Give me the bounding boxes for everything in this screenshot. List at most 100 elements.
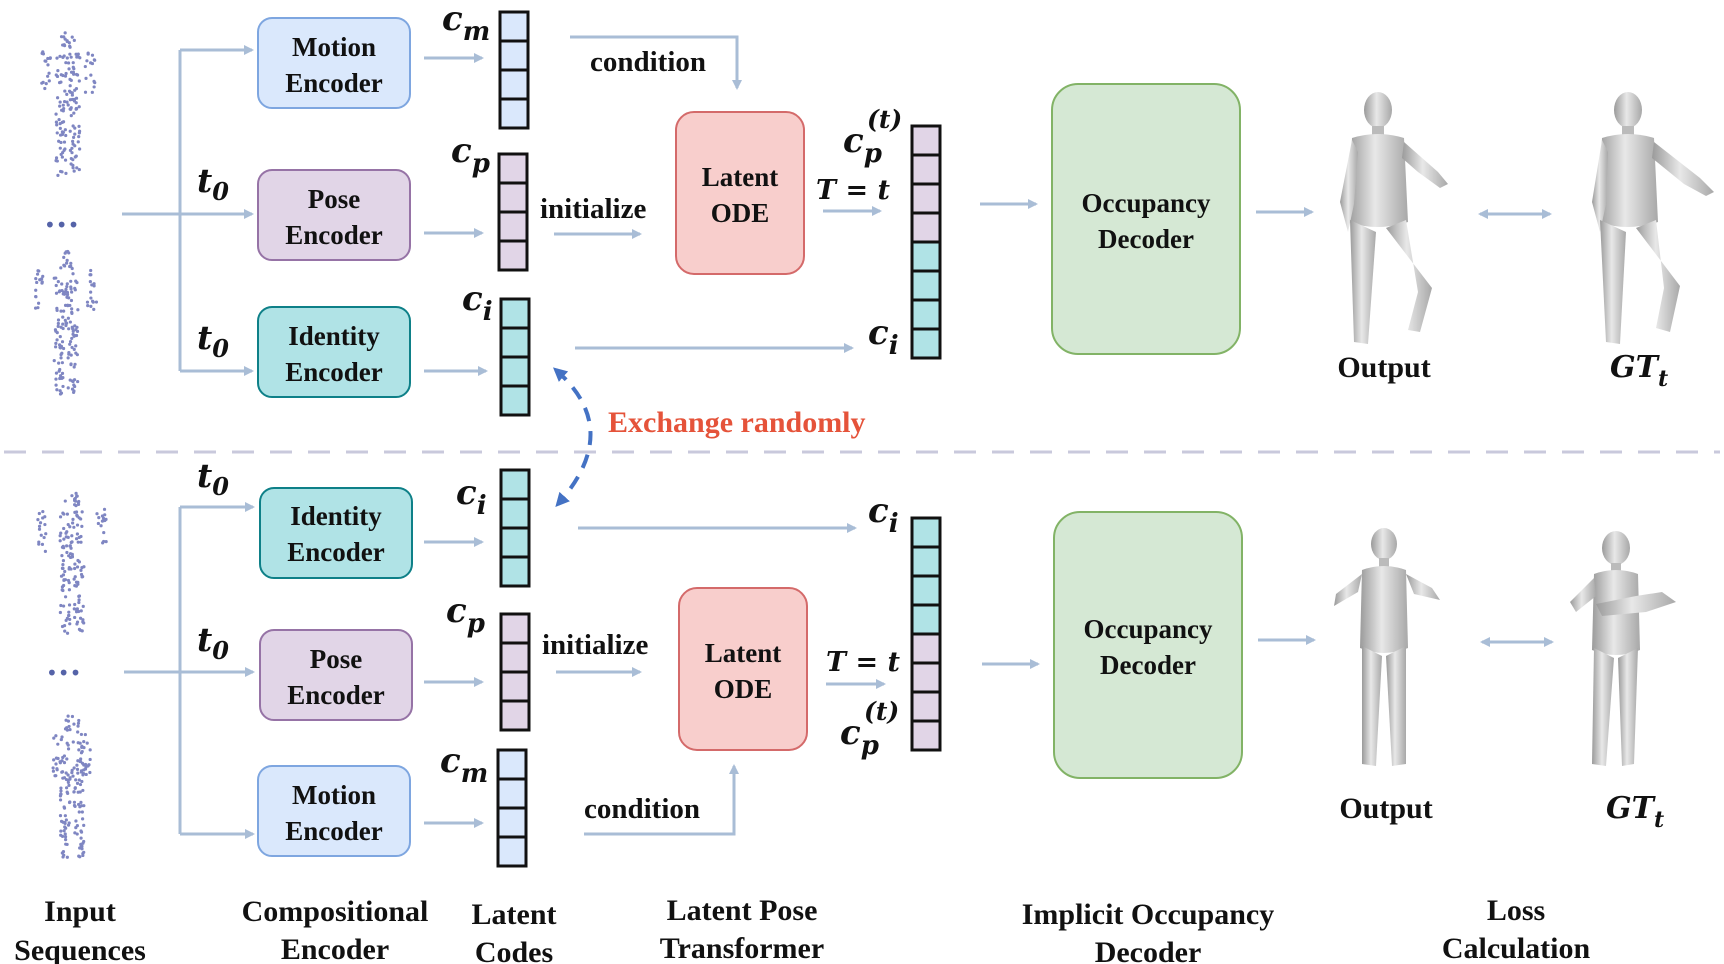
point-cloud-dot (72, 803, 77, 808)
point-cloud-dot (56, 756, 60, 761)
point-cloud-dot (75, 607, 79, 611)
point-cloud-dot (68, 129, 72, 133)
point-cloud-dot (86, 304, 90, 308)
point-cloud-dot (56, 68, 60, 73)
point-cloud-dot (70, 387, 75, 391)
code-cell (910, 182, 942, 215)
point-cloud-dot (63, 31, 67, 35)
point-cloud-dot (79, 804, 84, 808)
point-cloud-dot (97, 515, 101, 520)
point-cloud-dot (35, 272, 40, 276)
point-cloud-dot (75, 353, 79, 357)
point-cloud-dot (83, 763, 87, 767)
point-cloud-dot (72, 525, 76, 529)
point-cloud-dot (70, 151, 74, 155)
point-cloud-dot (66, 778, 70, 782)
point-cloud-dot (71, 517, 75, 521)
point-cloud-dot (80, 749, 84, 754)
point-cloud-dot (70, 97, 74, 102)
code-cell (910, 690, 942, 723)
point-cloud-dot (54, 341, 58, 346)
point-cloud-dot (33, 306, 38, 310)
bottom-gt-mesh-figure (1570, 531, 1676, 766)
point-cloud-dot (36, 269, 40, 273)
point-cloud-dot (52, 359, 56, 363)
bottom-identity-encoder-box (259, 487, 413, 579)
point-cloud-dot (76, 721, 81, 725)
point-cloud-dot (67, 352, 71, 356)
point-cloud-dot (37, 511, 41, 516)
code-cell (499, 355, 531, 388)
point-cloud-dot (79, 732, 84, 737)
point-cloud-dot (82, 850, 86, 854)
point-cloud-dot (68, 622, 72, 626)
col-compositional-encoder-2: Encoder (281, 933, 389, 964)
point-cloud-dot (77, 535, 81, 540)
point-cloud-dot (66, 743, 70, 747)
point-cloud-dot (81, 620, 85, 624)
point-cloud-dot (72, 722, 76, 726)
code-cell (910, 603, 942, 636)
point-cloud-dot (47, 71, 51, 75)
point-cloud-dot (60, 361, 64, 365)
point-cloud-dot (37, 527, 42, 531)
point-cloud-dot (35, 280, 39, 285)
code-cell (499, 612, 531, 645)
point-cloud-dot (60, 554, 64, 558)
point-cloud-dot (82, 839, 86, 844)
top-cp-t-code-stack (910, 124, 942, 244)
point-cloud-dot (64, 61, 68, 65)
point-cloud-dot (81, 574, 85, 579)
bottom-latent-ode-label-2: ODE (714, 674, 773, 704)
point-cloud-dot (58, 54, 62, 58)
point-cloud-dot (38, 278, 42, 282)
top-cp-t-symbol: cp (843, 121, 882, 169)
top-gt-label: GTt (1610, 350, 1668, 392)
point-cloud-dot (71, 158, 75, 162)
point-cloud-dot (59, 786, 63, 790)
point-cloud-dot (65, 261, 69, 265)
point-cloud-dot (62, 140, 67, 144)
top-ci-symbol: ci (462, 279, 493, 327)
point-cloud-dot (67, 251, 71, 255)
point-cloud-dot (58, 133, 63, 137)
point-cloud-dot (76, 802, 81, 807)
bottom-T-eq-t-label: T = t (826, 647, 901, 678)
point-cloud-dot (74, 344, 78, 348)
point-cloud-dot (65, 284, 69, 289)
point-cloud-dot (58, 610, 62, 615)
code-cell (498, 97, 530, 130)
point-cloud-dot (68, 544, 72, 548)
point-cloud-dot (79, 770, 84, 774)
point-cloud-dot (69, 298, 74, 303)
point-cloud-dot (54, 345, 58, 349)
point-cloud-dot (61, 376, 65, 380)
top-cp-code-stack (497, 152, 529, 272)
point-cloud-dot (39, 533, 43, 537)
bottom-occupancy-decoder-label-1: Occupancy (1083, 614, 1213, 644)
point-cloud-dot (66, 103, 70, 107)
point-cloud-dot (96, 521, 100, 526)
point-cloud-dot (64, 818, 68, 822)
point-cloud-dot (77, 79, 81, 83)
point-cloud-dot (57, 361, 61, 365)
point-cloud-dot (69, 287, 73, 291)
point-cloud-dot (83, 64, 87, 69)
point-cloud-dot (67, 327, 71, 331)
point-cloud-dot (61, 55, 65, 59)
point-cloud-dot (62, 292, 67, 296)
point-cloud-dot (78, 846, 82, 850)
point-cloud-dot (61, 566, 65, 571)
top-output-mesh-figure (1340, 92, 1448, 344)
point-cloud-dot (53, 774, 57, 778)
point-cloud-dot (37, 540, 41, 544)
point-cloud-dot (60, 624, 65, 629)
point-cloud-dot (65, 282, 69, 286)
point-cloud-dot (66, 714, 70, 718)
top-pipeline: ••• t0 t0 Motion Encoder Pose Encoder Id… (33, 0, 1714, 417)
bottom-gt-label: GTt (1606, 791, 1664, 833)
point-cloud-dot (73, 786, 77, 790)
code-cell (496, 806, 528, 839)
point-cloud-dot (58, 367, 62, 372)
point-cloud-dot (62, 805, 66, 809)
